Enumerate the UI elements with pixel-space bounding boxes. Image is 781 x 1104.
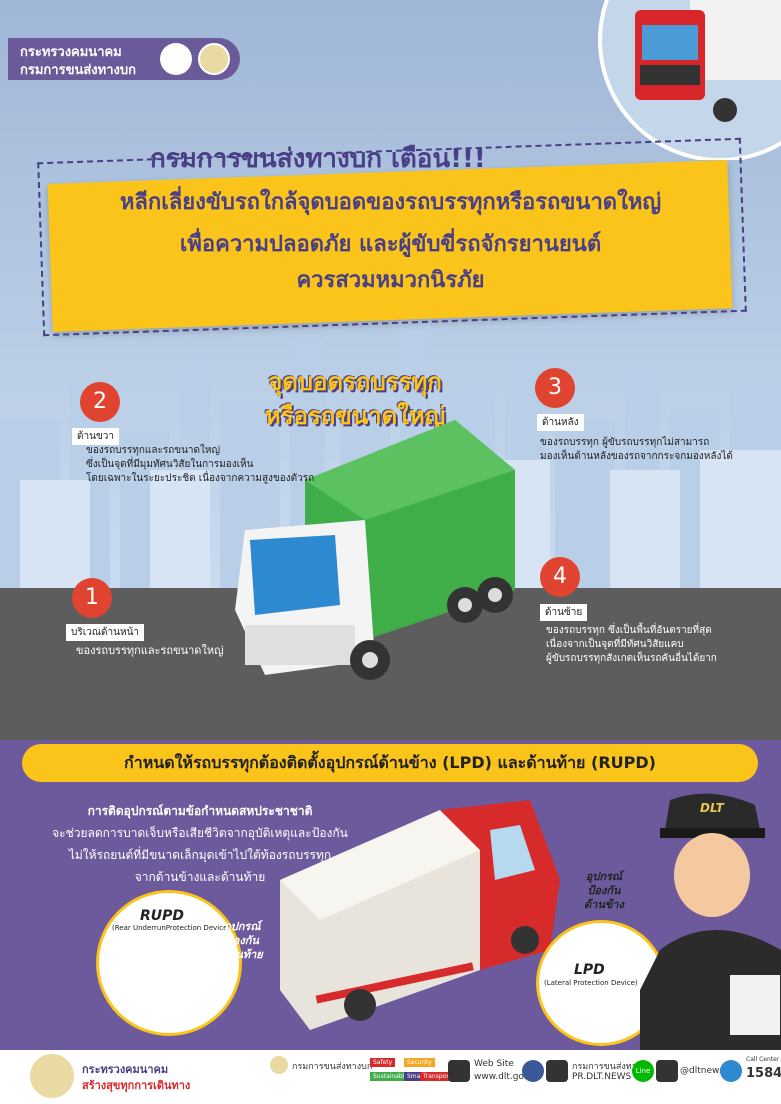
line-qr-icon	[656, 1060, 678, 1082]
website-qr-icon	[448, 1060, 470, 1082]
lpd-truck-illustration	[280, 800, 560, 1030]
rupd-subtitle: (Rear UnderrunProtection Device)	[112, 924, 231, 932]
call-center-number: 1584	[746, 1066, 781, 1081]
line-id[interactable]: @dltnews	[680, 1066, 725, 1076]
spot-2-number: 2	[80, 382, 120, 422]
rupd-callout	[96, 890, 242, 1036]
ministry-name: กระทรวงคมนาคม	[20, 45, 122, 60]
officer-cap-text: DLT	[700, 801, 724, 815]
spot-3-text: ของรถบรรทุก ผู้ขับรถบรรทุกไม่สามารถ มองเ…	[540, 437, 733, 462]
spot-1-text: ของรถบรรทุกและรถขนาดใหญ่	[76, 644, 224, 657]
footer-ministry: กระทรวงคมนาคม	[82, 1063, 169, 1076]
facebook-qr-icon	[546, 1060, 568, 1082]
footer-slogan: สร้างสุขทุกการเดินทาง	[82, 1079, 191, 1092]
corner-truck-illustration	[598, 0, 781, 160]
facebook-name: กรมการขนส่งทางบก	[572, 1062, 653, 1072]
website-link[interactable]: www.dlt.go.th	[474, 1072, 536, 1082]
spot-4-label: ด้านซ้าย	[540, 604, 588, 621]
banner-line-1: หลีกเลี่ยงขับรถใกล้จุดบอดของรถบรรทุกหรือ…	[119, 190, 662, 215]
ministry-footer-logo	[30, 1054, 74, 1098]
rupd-label: อุปกรณ์ ป้องกัน ด้านท้าย	[222, 920, 263, 961]
ministry-logo	[160, 43, 192, 75]
spot-2-label: ด้านขวา	[72, 428, 120, 445]
headline: กรมการขนส่งทางบก เตือน!!!	[150, 144, 486, 174]
line-icon[interactable]: Line	[632, 1060, 654, 1082]
lpd-title: LPD	[574, 962, 605, 978]
spot-1-label: บริเวณด้านหน้า	[66, 624, 145, 641]
blind-spot-title-2: หรือรถขนาดใหญ่	[264, 402, 446, 430]
banner-line-2: เพื่อความปลอดภัย และผู้ขับขี่รถจักรยานยน…	[179, 232, 602, 257]
lpd-label: อุปกรณ์ ป้องกัน ด้านข้าง	[584, 870, 624, 911]
spot-1-number: 1	[72, 578, 112, 618]
lpd-paragraph: การติดอุปกรณ์ตามข้อกำหนดสหประชาชาติ จะช่…	[52, 804, 348, 884]
lpd-subtitle: (Lateral Protection Device)	[544, 979, 638, 987]
footer-department-seal-icon	[270, 1056, 288, 1074]
department-seal-icon	[198, 43, 230, 75]
blind-spot-truck-illustration	[235, 420, 515, 680]
lpd-requirement-bar: กำหนดให้รถบรรทุกต้องติดตั้งอุปกรณ์ด้านข้…	[22, 744, 758, 782]
facebook-handle[interactable]: PR.DLT.NEWS	[572, 1072, 632, 1082]
ministry-tag: กระทรวงคมนาคม กรมการขนส่งทางบก	[8, 38, 240, 80]
spot-2-text: ของรถบรรทุกและรถขนาดใหญ่ ซึ่งเป็นจุดที่ม…	[86, 445, 315, 484]
department-name: กรมการขนส่งทางบก	[20, 63, 136, 78]
spot-4-text: ของรถบรรทุก ซึ่งเป็นพื้นที่อันตรายที่สุด…	[546, 625, 717, 664]
facebook-icon[interactable]	[522, 1060, 544, 1082]
website-label: Web Site	[474, 1059, 514, 1069]
officer-illustration	[640, 793, 781, 1050]
footer: กระทรวงคมนาคม สร้างสุขทุกการเดินทาง กรมก…	[0, 1050, 781, 1104]
phone-icon	[720, 1060, 742, 1082]
spot-4-number: 4	[540, 557, 580, 597]
footer-department: กรมการขนส่งทางบก	[292, 1062, 373, 1072]
call-center-label: Call Center	[746, 1056, 780, 1063]
spot-3-number: 3	[535, 368, 575, 408]
rupd-title: RUPD	[140, 908, 185, 924]
spot-3-label: ด้านหลัง	[537, 414, 584, 431]
blind-spot-title-1: จุดบอดรถบรรทุก	[268, 368, 442, 396]
banner-line-3: ควรสวมหมวกนิรภัย	[296, 268, 485, 293]
